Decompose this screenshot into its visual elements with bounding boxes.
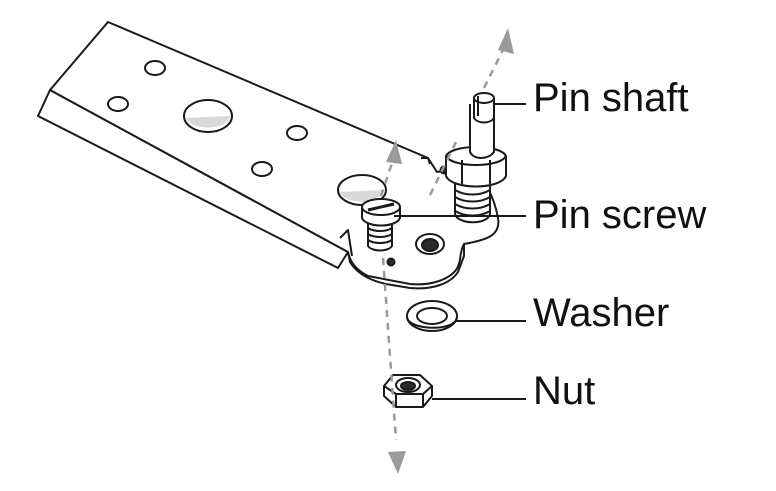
label-washer: Washer <box>533 291 670 335</box>
pin-shaft <box>445 92 507 224</box>
assembly-axis-pin-shaft <box>428 28 514 196</box>
small-hole <box>107 96 129 112</box>
arrow-up-icon <box>498 28 514 54</box>
pin-screw-threads <box>367 222 393 252</box>
bracket-nib <box>421 157 431 165</box>
bracket-notch <box>339 229 353 257</box>
dot-hole <box>386 257 396 267</box>
large-hole-shade <box>186 116 230 128</box>
threaded-hole-inner <box>421 238 439 252</box>
arrow-down-icon <box>388 451 406 474</box>
arrow-up-icon <box>386 140 402 164</box>
bracket-lobe-edge <box>347 244 465 290</box>
counterbore-shade <box>340 190 384 202</box>
pin-screw <box>361 198 401 252</box>
bracket-holes <box>107 60 449 267</box>
pin-screw-slot <box>367 202 395 212</box>
label-pin-screw: Pin screw <box>533 193 707 237</box>
nut <box>383 374 433 408</box>
small-hole <box>286 125 308 141</box>
leader-lines <box>394 103 526 400</box>
assembly-axis-pin-screw <box>379 140 406 474</box>
small-hole <box>251 161 273 177</box>
label-pin-shaft: Pin shaft <box>533 76 689 120</box>
washer <box>406 300 458 332</box>
small-hole <box>144 60 166 76</box>
label-nut: Nut <box>533 369 596 413</box>
pin-shaft-threads <box>454 184 491 224</box>
